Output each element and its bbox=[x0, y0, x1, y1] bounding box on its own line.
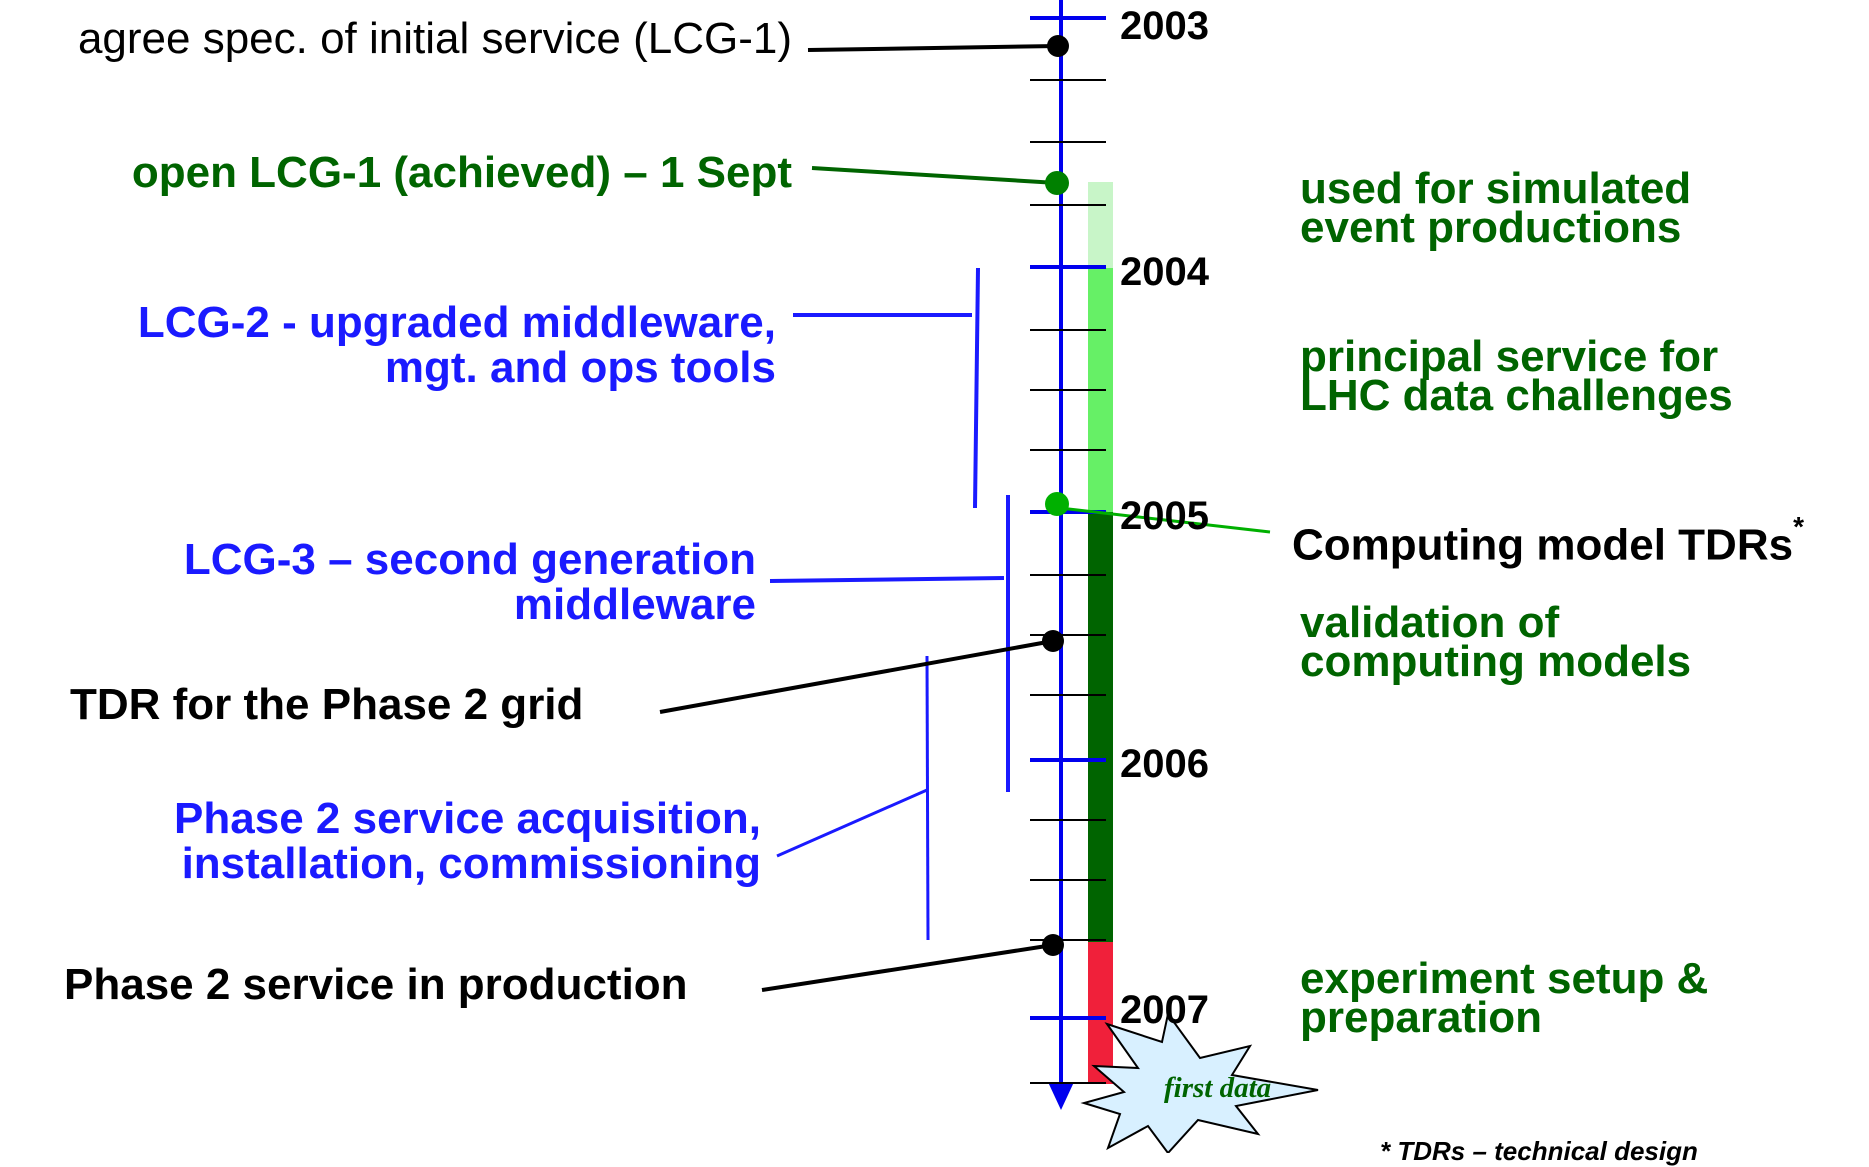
year-label-2004: 2004 bbox=[1120, 250, 1209, 294]
milestone-agree-spec-dot bbox=[1047, 35, 1069, 57]
year-ticks bbox=[1030, 16, 1106, 1020]
lcg3-connector bbox=[769, 576, 1005, 583]
agree-spec-connector bbox=[807, 44, 1059, 52]
label-principal-service: principal service for LHC data challenge… bbox=[1300, 334, 1733, 418]
tdrs-connector bbox=[1059, 506, 1271, 534]
axis-arrow-icon bbox=[1048, 1082, 1074, 1110]
open-lcg1-connector bbox=[811, 166, 1058, 185]
production-connector bbox=[761, 943, 1054, 992]
label-setup-line2: preparation bbox=[1300, 993, 1543, 1042]
label-lcg2: LCG-2 - upgraded middleware, mgt. and op… bbox=[138, 300, 776, 390]
year-label-2003: 2003 bbox=[1120, 4, 1209, 48]
label-open-lcg1: open LCG-1 (achieved) – 1 Sept bbox=[131, 148, 792, 197]
label-principal-line2: LHC data challenges bbox=[1300, 371, 1733, 420]
label-sim-line2: event productions bbox=[1300, 203, 1682, 252]
milestone-production-dot bbox=[1042, 934, 1064, 956]
label-agree-spec: agree spec. of initial service (LCG-1) bbox=[77, 14, 792, 63]
label-sim-line1: used for simulated bbox=[1300, 164, 1692, 213]
year-label-2007: 2007 bbox=[1120, 988, 1209, 1032]
footnote-tdrs: * TDRs – technical design bbox=[1380, 1136, 1698, 1166]
label-lcg2-line1: LCG-2 - upgraded middleware, bbox=[137, 298, 776, 347]
label-simulated-productions: used for simulated event productions bbox=[1300, 166, 1691, 250]
phase-bar-red bbox=[1088, 942, 1113, 1084]
label-computing-model-tdrs: Computing model TDRs* bbox=[1292, 511, 1804, 570]
label-lcg3: LCG-3 – second generation middleware bbox=[184, 537, 756, 627]
label-validation: validation of computing models bbox=[1300, 600, 1691, 684]
year-label-2005: 2005 bbox=[1120, 494, 1209, 538]
tdr-phase2-connector bbox=[659, 639, 1054, 714]
label-tdrs-text: Computing model TDRs bbox=[1292, 520, 1794, 570]
milestone-tdr-phase2-dot bbox=[1042, 630, 1064, 652]
phase-bar-light bbox=[1088, 182, 1113, 268]
first-data-label: first data bbox=[1164, 1072, 1272, 1104]
lcg2-brace bbox=[973, 267, 980, 509]
label-lcg2-line2: mgt. and ops tools bbox=[384, 343, 776, 392]
label-tdr-phase2: TDR for the Phase 2 grid bbox=[70, 680, 584, 729]
label-phase2-production: Phase 2 service in production bbox=[64, 960, 688, 1009]
label-validation-line1: validation of bbox=[1300, 598, 1560, 647]
label-experiment-setup: experiment setup & preparation bbox=[1300, 956, 1708, 1040]
year-label-2006: 2006 bbox=[1120, 742, 1209, 786]
label-phase2-acquisition: Phase 2 service acquisition, installatio… bbox=[174, 796, 761, 886]
milestone-tdrs-dot bbox=[1045, 492, 1069, 516]
acquisition-connector bbox=[776, 788, 928, 858]
label-setup-line1: experiment setup & bbox=[1300, 954, 1709, 1003]
label-principal-line1: principal service for bbox=[1300, 332, 1719, 381]
quarter-ticks bbox=[1030, 79, 1106, 1084]
first-data-starburst-icon bbox=[1080, 1011, 1319, 1153]
label-lcg3-line2: middleware bbox=[513, 580, 756, 629]
label-acquisition-line2: installation, commissioning bbox=[181, 839, 761, 888]
label-validation-line2: computing models bbox=[1300, 637, 1692, 686]
phase2-acquisition-brace bbox=[925, 655, 930, 941]
phase-bar-dark bbox=[1088, 512, 1113, 942]
label-acquisition-line1: Phase 2 service acquisition, bbox=[174, 794, 761, 843]
milestone-open-lcg1-dot bbox=[1045, 171, 1069, 195]
label-tdrs-footnote-mark: * bbox=[1793, 511, 1804, 542]
label-lcg3-line1: LCG-3 – second generation bbox=[183, 535, 756, 584]
